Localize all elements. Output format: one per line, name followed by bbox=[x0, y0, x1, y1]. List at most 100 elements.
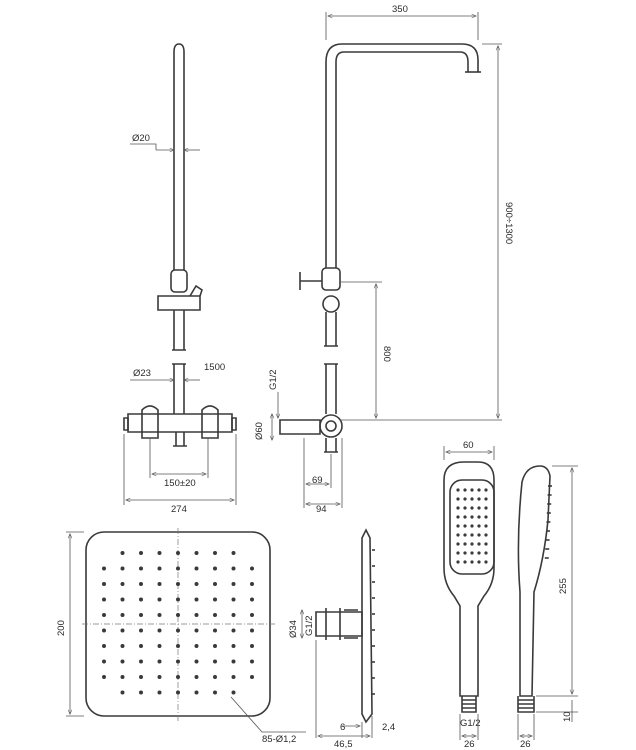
nozzle bbox=[120, 582, 125, 586]
nozzle bbox=[176, 690, 180, 695]
nozzle bbox=[463, 515, 467, 519]
nozzle bbox=[157, 628, 162, 633]
nozzle bbox=[139, 551, 143, 555]
nozzle bbox=[120, 566, 125, 571]
nozzle bbox=[120, 551, 125, 555]
nozzle bbox=[157, 659, 162, 664]
nozzle bbox=[231, 659, 236, 664]
nozzle bbox=[463, 506, 467, 510]
nozzle bbox=[463, 542, 467, 546]
shower-head-top-view: 200 85-Ø1,2 bbox=[56, 528, 306, 745]
nozzle bbox=[102, 582, 106, 586]
nozzle bbox=[470, 488, 474, 492]
nozzle bbox=[484, 515, 488, 519]
nozzle bbox=[194, 675, 199, 679]
nozzle bbox=[157, 582, 162, 586]
nozzle bbox=[477, 506, 481, 510]
nozzle bbox=[470, 542, 474, 546]
front-rail bbox=[173, 43, 185, 270]
nozzle bbox=[139, 628, 143, 633]
nozzle bbox=[477, 551, 481, 555]
nozzle bbox=[456, 560, 460, 564]
hand-shower-front-view: 60 G1/2 26 bbox=[443, 440, 495, 750]
nozzle bbox=[484, 551, 488, 555]
nozzle bbox=[139, 675, 143, 679]
nozzle bbox=[250, 613, 254, 617]
dim-hand-thread: G1/2 bbox=[460, 718, 481, 729]
side-mixer-eccentric bbox=[279, 419, 321, 435]
nozzle bbox=[456, 506, 460, 510]
dim-spacing: 150±20 bbox=[164, 478, 196, 489]
nozzle bbox=[213, 690, 217, 695]
nozzle bbox=[157, 613, 162, 617]
nozzle bbox=[120, 675, 125, 679]
nozzle bbox=[456, 488, 460, 492]
nozzle bbox=[470, 497, 474, 501]
nozzle bbox=[250, 582, 254, 586]
nozzle bbox=[157, 690, 162, 695]
dim-connector-thread: G1/2 bbox=[304, 615, 315, 636]
dim-head-offset: 6 bbox=[340, 722, 345, 733]
nozzle bbox=[470, 506, 474, 510]
dim-head-thickness: 2,4 bbox=[382, 722, 395, 733]
nozzle bbox=[470, 515, 474, 519]
nozzle bbox=[231, 551, 236, 555]
hand-side-profile bbox=[517, 465, 551, 697]
dim-nozzles: 85-Ø1,2 bbox=[262, 734, 296, 745]
front-view: Ø20 Ø23 1500 150±20 274 bbox=[123, 43, 237, 515]
nozzle bbox=[157, 675, 162, 679]
nozzle bbox=[139, 690, 143, 695]
nozzle bbox=[176, 628, 180, 633]
dim-hand-base-front: 26 bbox=[464, 739, 475, 750]
nozzle bbox=[194, 566, 199, 571]
nozzle bbox=[120, 659, 125, 664]
dim-rail-height: 900÷1300 bbox=[503, 202, 514, 244]
nozzle bbox=[157, 597, 162, 602]
head-center-lines bbox=[82, 528, 276, 722]
dim-head-depth: 46,5 bbox=[334, 739, 353, 750]
dim-hand-end: 10 bbox=[562, 711, 573, 722]
nozzle bbox=[102, 628, 106, 633]
dim-thread-mixer: G1/2 bbox=[268, 369, 279, 390]
nozzle bbox=[213, 551, 217, 555]
dim-mixer-width: 274 bbox=[171, 504, 187, 515]
nozzle bbox=[157, 566, 162, 571]
dim-hand-base-side: 26 bbox=[520, 739, 531, 750]
nozzle bbox=[194, 690, 199, 695]
nozzle bbox=[470, 533, 474, 537]
nozzle bbox=[456, 497, 460, 501]
nozzle bbox=[250, 675, 254, 679]
dim-overall-height: 1500 bbox=[204, 362, 225, 373]
nozzle bbox=[102, 644, 106, 648]
nozzle bbox=[120, 644, 125, 648]
nozzle bbox=[213, 628, 217, 633]
nozzle bbox=[176, 659, 180, 664]
nozzle bbox=[231, 597, 236, 602]
head-connector bbox=[315, 611, 363, 637]
nozzle bbox=[213, 582, 217, 586]
side-slider bbox=[321, 267, 341, 291]
nozzle bbox=[157, 551, 162, 555]
nozzle bbox=[120, 690, 125, 695]
hand-nozzles bbox=[456, 488, 488, 564]
nozzle bbox=[139, 659, 143, 664]
nozzle bbox=[456, 542, 460, 546]
nozzle bbox=[120, 628, 125, 633]
nozzle bbox=[194, 659, 199, 664]
nozzle bbox=[176, 582, 180, 586]
nozzle bbox=[463, 497, 467, 501]
nozzle bbox=[102, 566, 106, 571]
nozzle bbox=[463, 488, 467, 492]
nozzle bbox=[470, 524, 474, 528]
hand-shower-body bbox=[443, 461, 495, 697]
front-lower-pipe bbox=[172, 363, 186, 414]
nozzle bbox=[477, 560, 481, 564]
nozzle bbox=[176, 613, 180, 617]
dim-rail-diameter: Ø20 bbox=[132, 133, 150, 144]
front-mixer-body bbox=[127, 413, 233, 433]
dim-lower-pipe-diameter: Ø23 bbox=[133, 368, 151, 379]
front-slider-holder bbox=[157, 295, 201, 311]
side-rail-arm bbox=[325, 43, 479, 268]
nozzle bbox=[213, 613, 217, 617]
